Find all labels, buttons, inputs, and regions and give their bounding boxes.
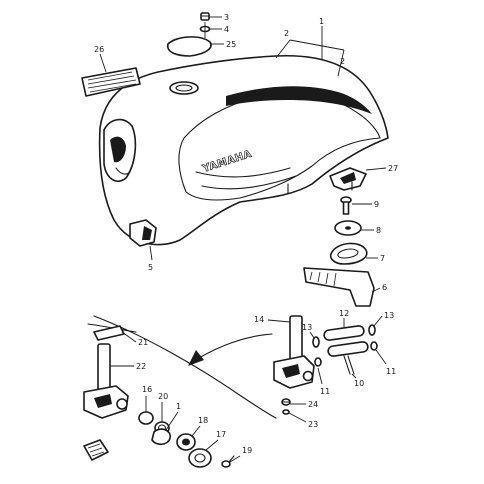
callout-26: 26 <box>94 45 104 54</box>
callout-27: 27 <box>388 164 398 173</box>
callout-1-lower: 1 <box>176 402 181 411</box>
callout-6: 6 <box>382 283 387 292</box>
rear-cushion <box>303 267 375 307</box>
callout-24: 24 <box>308 400 318 409</box>
fuel-hose-lower <box>327 341 369 357</box>
callout-1-top: 1 <box>319 17 324 26</box>
petcock-gasket <box>93 325 125 341</box>
callout-25: 25 <box>226 40 236 49</box>
fuel-cock-left <box>83 343 129 419</box>
mount-bolt <box>340 196 352 215</box>
plate-screw <box>221 455 235 468</box>
callout-11-left: 11 <box>320 387 330 396</box>
cap-screw <box>200 12 210 21</box>
callout-22: 22 <box>136 362 146 371</box>
callout-11-right: 11 <box>386 367 396 376</box>
filler-cap-cover <box>166 36 212 57</box>
packing-ring <box>138 411 154 425</box>
callout-numbers: 1 2 2 3 4 25 26 27 9 8 7 6 5 14 13 12 13… <box>94 13 398 455</box>
filter-screen <box>343 355 355 375</box>
lever-plate <box>188 448 212 468</box>
fuel-cock-right <box>273 315 315 389</box>
callout-7: 7 <box>380 254 385 263</box>
callout-13-right: 13 <box>384 311 394 320</box>
o-ring-right <box>368 324 376 336</box>
callout-19: 19 <box>242 446 252 455</box>
callout-3: 3 <box>224 13 229 22</box>
callout-12: 12 <box>339 309 349 318</box>
callout-9: 9 <box>374 200 379 209</box>
hose-clip-left <box>314 357 322 367</box>
callout-20: 20 <box>158 392 168 401</box>
callout-2-left: 2 <box>284 29 289 38</box>
drain-washer <box>282 409 290 415</box>
callout-17: 17 <box>216 430 226 439</box>
callout-21: 21 <box>138 338 148 347</box>
callout-16: 16 <box>142 385 152 394</box>
leader-lines <box>99 16 387 463</box>
rear-mount-bracket <box>329 167 367 191</box>
lever-gasket <box>176 433 196 451</box>
drain-screw <box>281 398 291 406</box>
callout-5: 5 <box>148 263 153 272</box>
callout-2-right: 2 <box>340 57 345 66</box>
mount-washer <box>334 220 362 236</box>
o-ring-left <box>312 336 320 348</box>
fuel-tank <box>98 54 389 246</box>
damper-ring <box>329 242 368 265</box>
callout-18: 18 <box>198 416 208 425</box>
cock-lever <box>151 428 171 446</box>
callout-14: 14 <box>254 315 264 324</box>
front-damper <box>129 219 157 261</box>
callout-23: 23 <box>308 420 318 429</box>
callout-10: 10 <box>354 379 364 388</box>
emblem-plate <box>81 67 141 97</box>
fuel-hose-upper <box>323 325 365 341</box>
callout-8: 8 <box>376 226 381 235</box>
hose-clip-right <box>370 341 378 351</box>
callout-13-left: 13 <box>302 323 312 332</box>
fuel-tag <box>83 439 109 461</box>
callout-4: 4 <box>224 25 229 34</box>
location-arrow <box>188 333 273 366</box>
